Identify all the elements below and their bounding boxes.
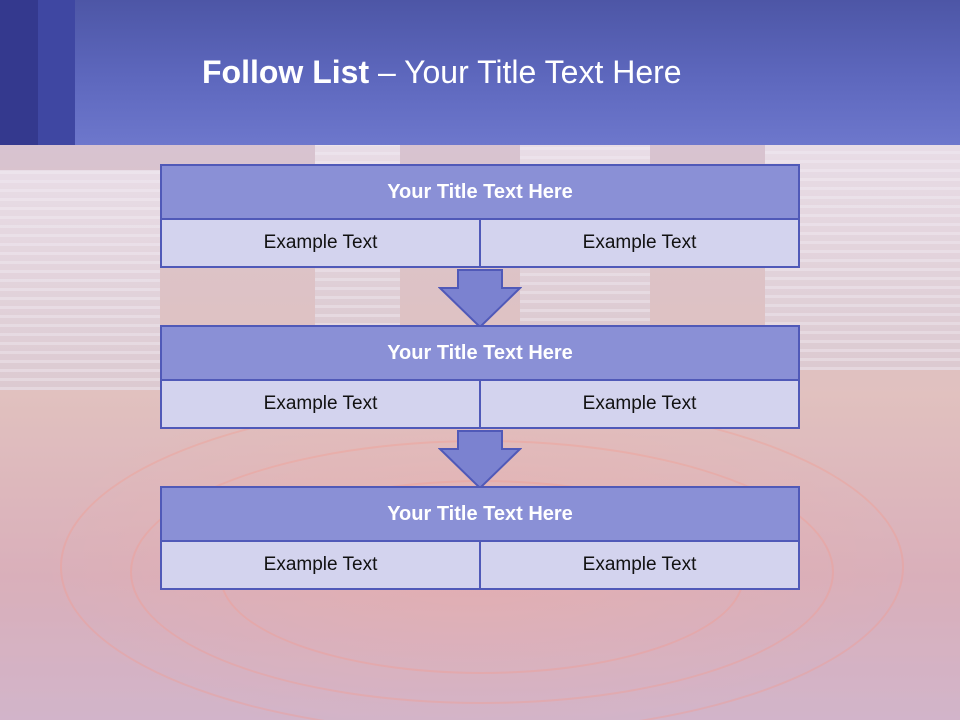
block-cell-right: Example Text [479,379,800,429]
page-title: Follow List – Your Title Text Here [202,54,682,91]
building-left [0,170,160,390]
block-row: Example Text Example Text [160,540,800,590]
list-block: Your Title Text Here Example Text Exampl… [160,486,800,590]
down-arrow-icon [438,269,522,329]
block-cell-left: Example Text [160,379,481,429]
header-band: Follow List – Your Title Text Here [0,0,960,145]
down-arrow-icon [438,430,522,490]
page-title-separator: – [369,54,405,90]
page-title-rest: Your Title Text Here [404,54,682,90]
header-accent-mid [38,0,75,145]
block-title: Your Title Text Here [160,325,800,381]
block-cell-right: Example Text [479,540,800,590]
block-cell-left: Example Text [160,540,481,590]
block-row: Example Text Example Text [160,379,800,429]
block-cell-right: Example Text [479,218,800,268]
block-title: Your Title Text Here [160,486,800,542]
list-block: Your Title Text Here Example Text Exampl… [160,325,800,429]
block-title: Your Title Text Here [160,164,800,220]
page-title-bold: Follow List [202,54,370,90]
list-block: Your Title Text Here Example Text Exampl… [160,164,800,268]
block-row: Example Text Example Text [160,218,800,268]
block-cell-left: Example Text [160,218,481,268]
header-accent-dark [0,0,38,145]
